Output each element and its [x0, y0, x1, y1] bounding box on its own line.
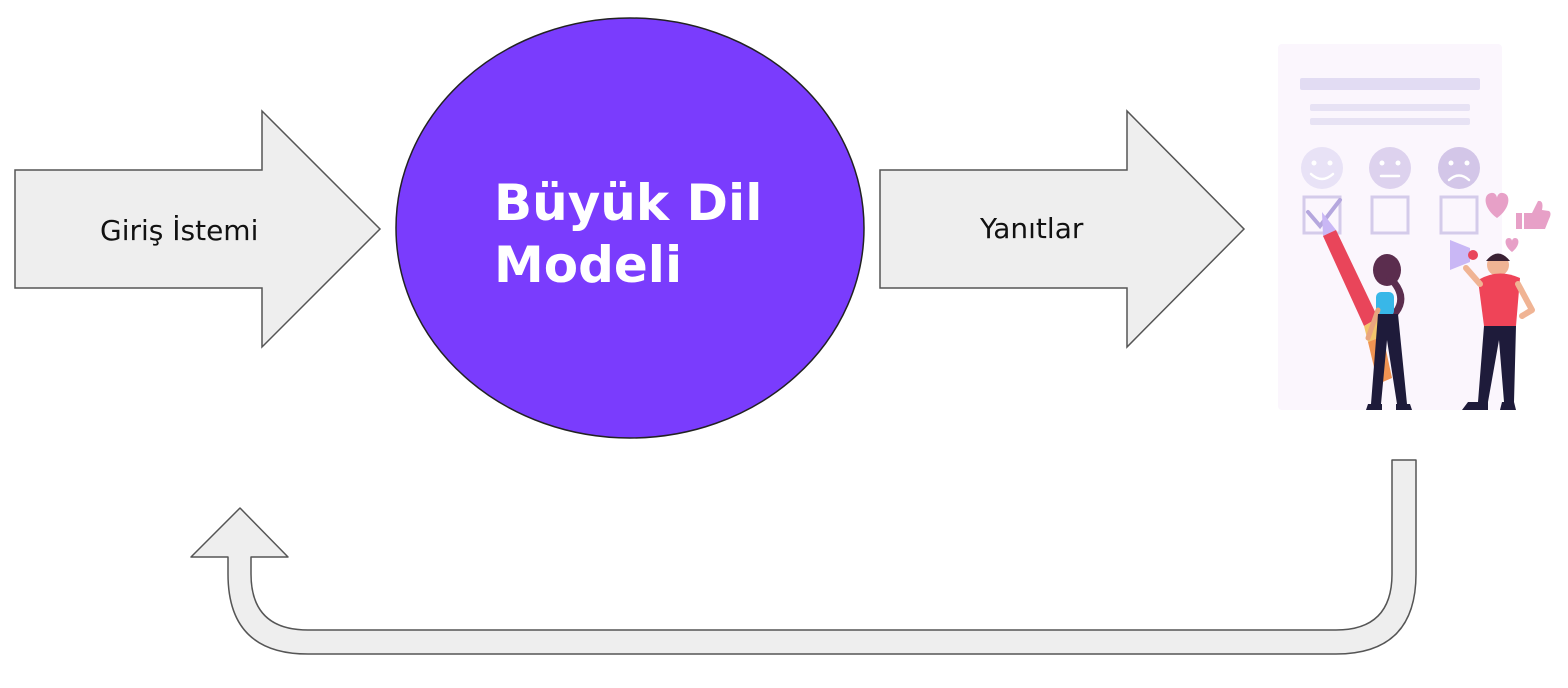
heart-icon — [1485, 192, 1509, 218]
checkbox-checked — [1302, 195, 1342, 235]
thumbs-up-icon — [1516, 200, 1551, 229]
neutral-face-icon — [1369, 147, 1411, 189]
survey-title-line — [1300, 78, 1480, 90]
model-label-line2: Modeli — [494, 236, 683, 294]
woman-figure — [1365, 254, 1412, 410]
input-arrow — [14, 109, 382, 349]
survey-card — [1278, 44, 1502, 410]
happy-face-icon — [1301, 147, 1343, 189]
model-label-line1: Büyük Dil — [494, 174, 763, 232]
output-arrow — [879, 109, 1246, 349]
model-circle — [395, 17, 865, 439]
megaphone-icon — [1450, 240, 1478, 270]
feedback-loop-arrow — [190, 459, 1417, 655]
man-figure — [1450, 240, 1535, 410]
input-arrow-label: Giriş İstemi — [100, 214, 259, 247]
survey-text-line — [1310, 118, 1470, 125]
sad-face-icon — [1438, 147, 1480, 189]
output-arrow-label: Yanıtlar — [980, 212, 1084, 245]
survey-feedback-illustration — [1278, 44, 1551, 410]
survey-text-line — [1310, 104, 1470, 111]
model-circle-label: Büyük Dil Modeli — [494, 172, 814, 296]
heart-icon — [1505, 238, 1519, 252]
checkbox-unchecked — [1439, 195, 1479, 235]
checkbox-unchecked — [1370, 195, 1410, 235]
